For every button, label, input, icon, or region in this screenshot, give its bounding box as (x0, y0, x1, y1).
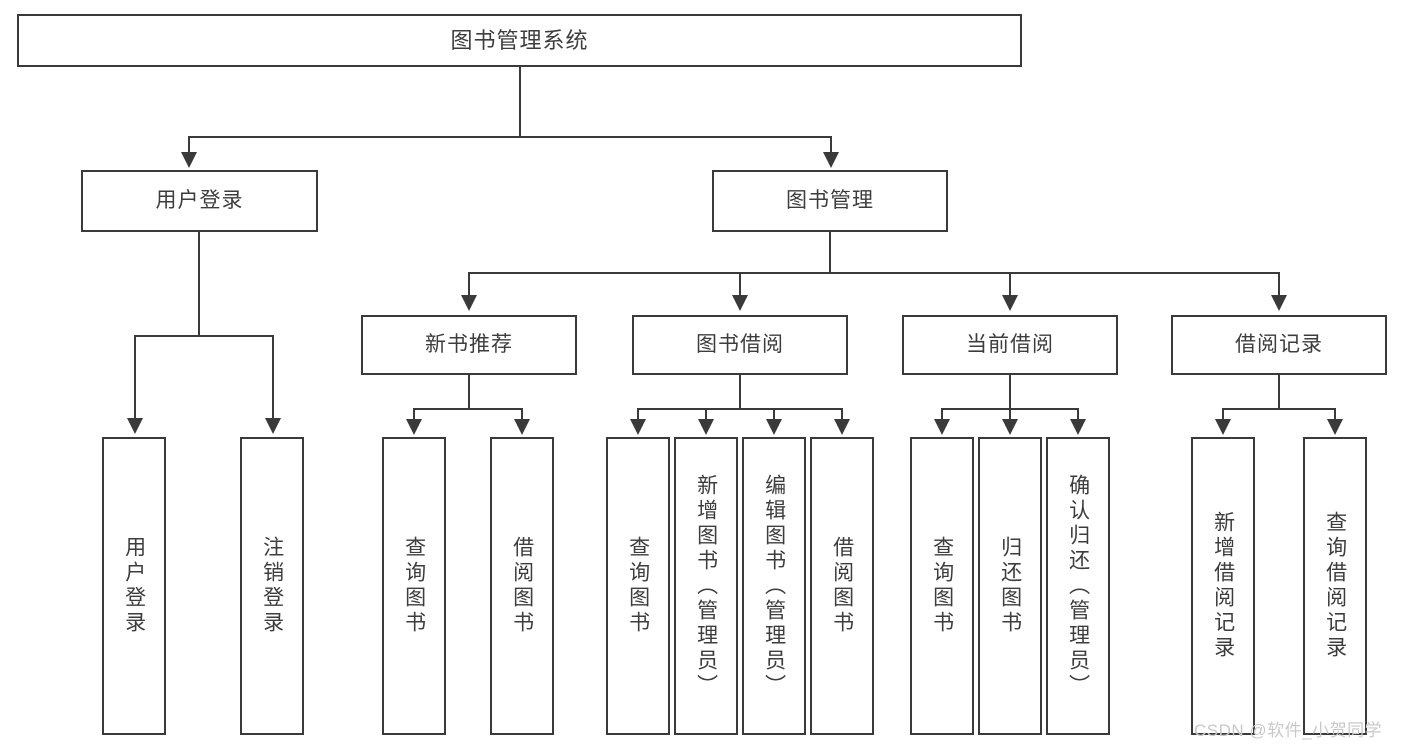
node-label: 借阅图书 (830, 536, 854, 636)
arrowhead-leaf-cb-confirm (1070, 419, 1086, 435)
node-label: 查询图书 (402, 536, 426, 636)
leaf-nbr-borrow-book[interactable]: 借阅图书 (490, 437, 554, 735)
connector-root-to-user-login (188, 136, 190, 154)
node-label: 借阅记录 (1235, 332, 1323, 356)
node-user-login[interactable]: 用户登录 (81, 170, 318, 232)
connector-to-leaf-bb-borrow (841, 408, 843, 420)
node-label: 用户登录 (122, 536, 146, 636)
connector-current-borrow-stem (1009, 375, 1011, 409)
node-label: 借阅图书 (510, 536, 534, 636)
connector-to-book-borrow (739, 272, 741, 296)
connector-to-leaf-bb-edit (773, 408, 775, 420)
arrowhead-book-borrow (732, 295, 748, 311)
node-label: 用户登录 (155, 188, 244, 212)
leaf-cb-return-book[interactable]: 归还图书 (978, 437, 1042, 735)
connector-to-leaf-nbr-borrow (521, 408, 523, 420)
node-borrow-record[interactable]: 借阅记录 (1171, 315, 1387, 375)
connector-root-bus (188, 136, 832, 138)
node-label: 新增借阅记录 (1211, 511, 1235, 661)
connector-book-borrow-bus (637, 408, 842, 410)
node-new-book-recommend[interactable]: 新书推荐 (361, 315, 577, 375)
leaf-cb-query-book[interactable]: 查询图书 (910, 437, 974, 735)
connector-user-login-stem (198, 232, 200, 336)
arrowhead-leaf-nbr-borrow (514, 419, 530, 435)
leaf-cb-confirm-return-admin[interactable]: 确认归还（管理员） (1046, 437, 1110, 735)
leaf-logout[interactable]: 注销登录 (240, 437, 304, 735)
node-label: 图书管理系统 (450, 27, 589, 53)
connector-to-current-borrow (1009, 272, 1011, 296)
connector-to-leaf-cb-return (1009, 408, 1011, 420)
arrowhead-leaf-br-add (1215, 419, 1231, 435)
connector-to-leaf-user-login (134, 335, 136, 419)
leaf-br-add-record[interactable]: 新增借阅记录 (1191, 437, 1255, 735)
connector-root-to-book-management (830, 136, 832, 154)
arrowhead-leaf-bb-add (698, 419, 714, 435)
node-label: 新书推荐 (425, 332, 513, 356)
node-label: 新增图书（管理员） (694, 473, 718, 699)
connector-to-leaf-bb-add (705, 408, 707, 420)
arrowhead-current-borrow (1002, 295, 1018, 311)
arrowhead-leaf-bb-query (630, 419, 646, 435)
arrowhead-leaf-logout (265, 418, 281, 434)
leaf-bb-edit-book-admin[interactable]: 编辑图书（管理员） (742, 437, 806, 735)
connector-borrow-record-stem (1278, 375, 1280, 409)
leaf-bb-add-book-admin[interactable]: 新增图书（管理员） (674, 437, 738, 735)
node-label: 图书管理 (786, 188, 874, 212)
connector-to-leaf-logout (272, 335, 274, 419)
node-current-borrow[interactable]: 当前借阅 (902, 315, 1118, 375)
connector-root-stem (519, 67, 521, 137)
connector-book-borrow-stem (739, 375, 741, 409)
arrowhead-leaf-cb-query (934, 419, 950, 435)
leaf-user-login[interactable]: 用户登录 (102, 437, 166, 735)
arrowhead-leaf-nbr-query (406, 419, 422, 435)
arrowhead-new-book-recommend (461, 295, 477, 311)
leaf-bb-borrow-book[interactable]: 借阅图书 (810, 437, 874, 735)
connector-to-borrow-record (1278, 272, 1280, 296)
connector-to-leaf-bb-query (637, 408, 639, 420)
arrowhead-borrow-record (1271, 295, 1287, 311)
node-book-management[interactable]: 图书管理 (712, 170, 948, 232)
leaf-nbr-query-book[interactable]: 查询图书 (382, 437, 446, 735)
watermark-text: CSDN @软件_小贺同学 (1194, 721, 1383, 740)
connector-user-login-bus (134, 335, 274, 337)
node-label: 图书借阅 (696, 332, 784, 356)
node-label: 归还图书 (998, 536, 1022, 636)
node-root-book-management-system[interactable]: 图书管理系统 (17, 14, 1022, 67)
leaf-bb-query-book[interactable]: 查询图书 (606, 437, 670, 735)
connector-new-book-recommend-bus (413, 408, 523, 410)
arrowhead-leaf-bb-borrow (834, 419, 850, 435)
node-label: 注销登录 (260, 536, 284, 636)
arrowhead-book-management (823, 152, 839, 168)
arrowhead-user-login (181, 152, 197, 168)
connector-book-management-bus (468, 272, 1280, 274)
leaf-br-query-record[interactable]: 查询借阅记录 (1303, 437, 1367, 735)
arrowhead-leaf-br-query (1327, 419, 1343, 435)
connector-borrow-record-bus (1222, 408, 1336, 410)
arrowhead-leaf-user-login (127, 418, 143, 434)
arrowhead-leaf-bb-edit (766, 419, 782, 435)
node-label: 当前借阅 (966, 332, 1054, 356)
connector-new-book-recommend-stem (468, 375, 470, 409)
node-label: 查询图书 (626, 536, 650, 636)
node-book-borrow[interactable]: 图书借阅 (632, 315, 848, 375)
connector-to-leaf-cb-confirm (1077, 408, 1079, 420)
node-label: 查询图书 (930, 536, 954, 636)
connector-book-management-stem (829, 232, 831, 273)
connector-to-leaf-br-add (1222, 408, 1224, 420)
node-label: 确认归还（管理员） (1066, 473, 1090, 699)
connector-to-leaf-cb-query (941, 408, 943, 420)
node-label: 查询借阅记录 (1323, 511, 1347, 661)
connector-to-leaf-nbr-query (413, 408, 415, 420)
arrowhead-leaf-cb-return (1002, 419, 1018, 435)
node-label: 编辑图书（管理员） (762, 473, 786, 699)
connector-to-new-book-recommend (468, 272, 470, 296)
connector-to-leaf-br-query (1334, 408, 1336, 420)
